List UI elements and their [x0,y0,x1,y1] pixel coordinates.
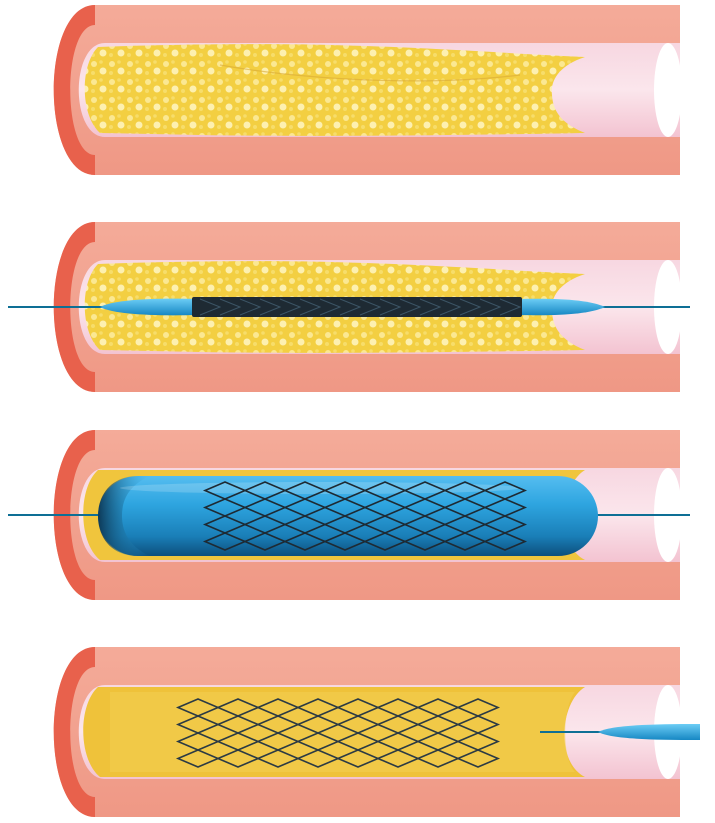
plaque-deposit [85,44,585,136]
inflated-balloon [98,476,598,556]
panel-narrowed-artery [54,5,682,175]
panel-balloon-inflated [8,430,690,600]
panel-catheter-inserted [8,222,690,392]
crimped-stent [192,297,522,317]
panel-stent-deployed [54,647,700,817]
